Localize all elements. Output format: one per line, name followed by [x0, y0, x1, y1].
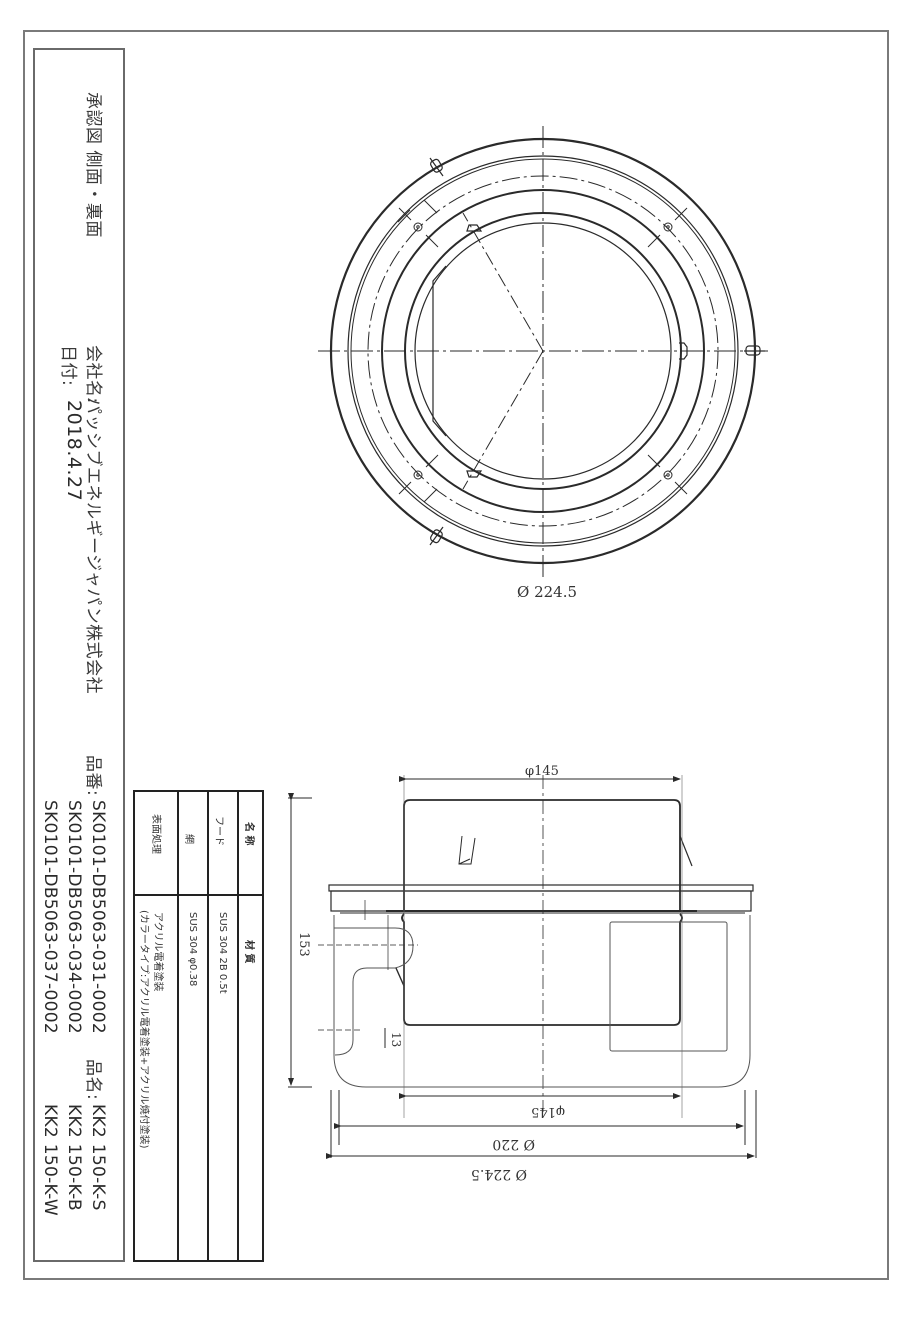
table-header-divider [135, 894, 262, 896]
table-divider [177, 792, 179, 1260]
dim-bottom-inner: φ145 [531, 1104, 565, 1119]
table-divider [207, 792, 209, 1260]
dim-top-width: φ145 [525, 764, 559, 779]
dim-flange-outer: Ø 224.5 [471, 1166, 527, 1182]
title-block: 承認図 側面・裏面 会社名: パッシブエネルギージャパン株式会社 日付: 201… [33, 48, 125, 1262]
top-view-diameter-label: Ø 224.5 [517, 583, 577, 601]
dim-flange-inner: Ø 220 [492, 1136, 535, 1152]
top-view [318, 126, 768, 578]
dim-offset: 13 [389, 1032, 403, 1047]
dim-height: 153 [296, 932, 311, 957]
drawing-frame [23, 30, 889, 1280]
table-divider [237, 792, 239, 1260]
materials-table: 名 称 材 質 フード SUS 304 2B 0.5t 網 SUS 304 φ0… [133, 790, 264, 1262]
side-view [288, 775, 757, 1159]
